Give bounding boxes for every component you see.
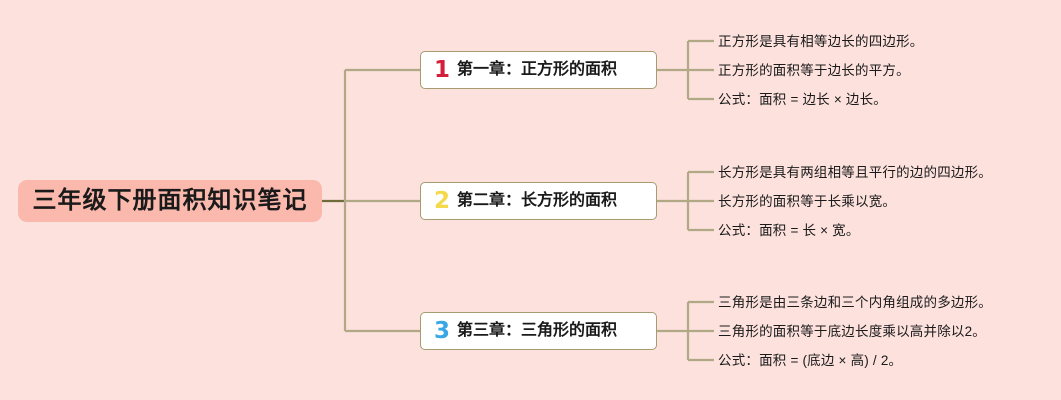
root-node[interactable]: 三年级下册面积知识笔记 [18,180,322,222]
leaf-3-1: 三角形是由三条边和三个内角组成的多边形。 [718,295,992,310]
chapter-title-3: 第三章：三角形的面积 [457,322,618,339]
chapter-node-3[interactable]: 3 第三章：三角形的面积 [420,312,657,350]
leaf-2-1: 长方形是具有两组相等且平行的边的四边形。 [718,165,992,180]
leaf-1-3: 公式：面积 = 边长 × 边长。 [718,92,887,107]
chapter-number-3: 3 [434,317,451,344]
leaf-1-1: 正方形是具有相等边长的四边形。 [718,34,924,49]
leaf-1-2: 正方形的面积等于边长的平方。 [718,63,910,78]
chapter-title-2: 第二章：长方形的面积 [457,192,618,209]
chapter-title-1: 第一章：正方形的面积 [457,61,618,78]
chapter-number-2: 2 [434,187,451,214]
leaf-2-2: 长方形的面积等于长乘以宽。 [718,194,897,209]
chapter-node-1[interactable]: 1 第一章：正方形的面积 [420,51,657,89]
chapter-number-1: 1 [434,56,451,83]
chapter-node-2[interactable]: 2 第二章：长方形的面积 [420,182,657,220]
leaf-3-2: 三角形的面积等于底边长度乘以高并除以2。 [718,324,987,339]
leaf-3-3: 公式：面积 = (底边 × 高) / 2。 [718,353,903,368]
leaf-2-3: 公式：面积 = 长 × 宽。 [718,223,860,238]
root-node-label: 三年级下册面积知识笔记 [32,187,308,214]
